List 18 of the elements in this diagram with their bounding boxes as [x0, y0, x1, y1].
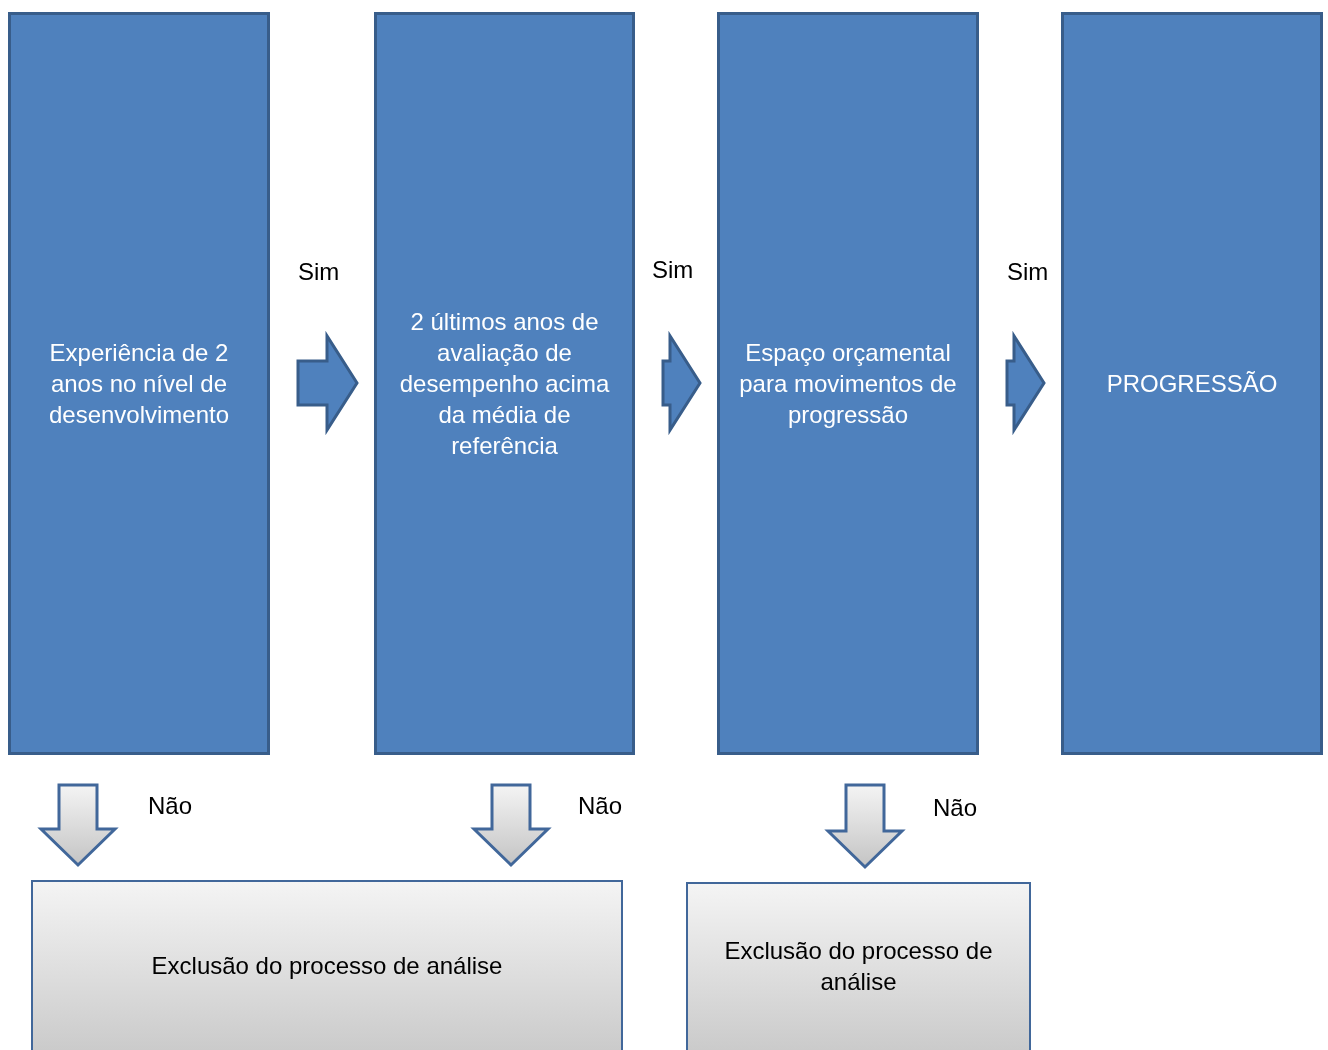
block-arrow: [824, 783, 906, 870]
edge-label: Sim: [298, 258, 340, 286]
outcome-box: Exclusão do processo de análise: [31, 880, 623, 1050]
outcome-box: Exclusão do processo de análise: [686, 882, 1031, 1050]
edge-label: Não: [148, 792, 193, 820]
block-arrow: [37, 783, 119, 868]
process-box: 2 últimos anos de avaliação de desempenho acima da média de referência: [374, 12, 635, 755]
block-arrow: [1005, 330, 1046, 436]
block-arrow: [661, 330, 702, 436]
edge-label: Sim: [652, 256, 694, 284]
process-box: PROGRESSÃO: [1061, 12, 1323, 755]
block-arrow: [470, 783, 552, 868]
edge-label: Não: [578, 792, 623, 820]
block-arrow: [296, 330, 359, 436]
edge-label: Não: [933, 794, 978, 822]
process-box: Experiência de 2 anos no nível de desenvolvimento: [8, 12, 270, 755]
edge-label: Sim: [1007, 258, 1049, 286]
process-box: Espaço orçamental para movimentos de progressão: [717, 12, 979, 755]
